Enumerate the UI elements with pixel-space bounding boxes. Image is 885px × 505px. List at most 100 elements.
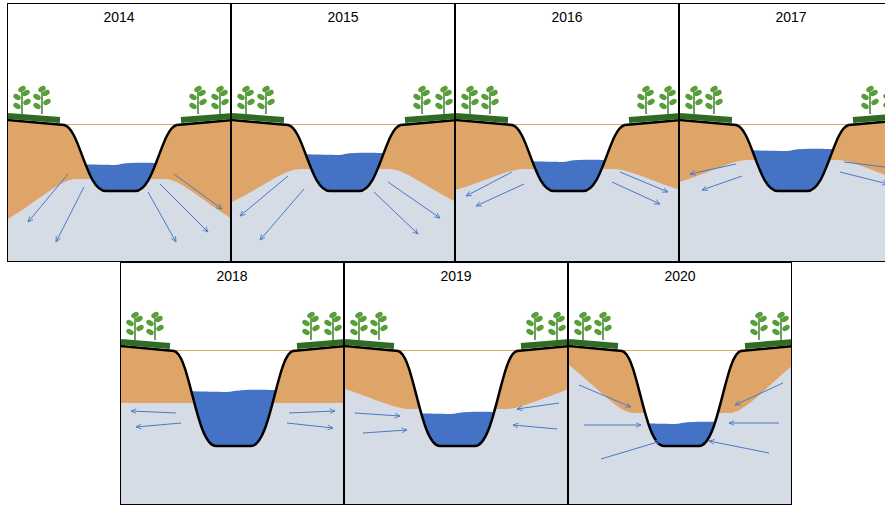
flow-arrow bbox=[702, 176, 742, 190]
year-panel: 2018 bbox=[120, 262, 344, 505]
plant bbox=[188, 85, 208, 114]
flow-arrow bbox=[735, 383, 783, 405]
flow-arrow bbox=[260, 189, 304, 240]
flow-arrow bbox=[388, 182, 440, 218]
stream-section-illustration bbox=[680, 4, 885, 262]
grass-strip bbox=[569, 342, 618, 346]
plant bbox=[412, 85, 432, 114]
unsaturated-soil bbox=[680, 120, 885, 262]
flow-arrow bbox=[240, 176, 288, 216]
plant bbox=[434, 85, 454, 114]
channel-outline bbox=[232, 120, 455, 191]
flow-arrow bbox=[160, 184, 208, 232]
plant bbox=[684, 85, 704, 114]
plant bbox=[771, 311, 791, 340]
unsaturated-soil bbox=[8, 120, 231, 262]
grass-strip bbox=[629, 116, 679, 120]
grass-strip bbox=[405, 116, 455, 120]
channel-outline bbox=[8, 120, 231, 191]
grass-strip bbox=[745, 342, 792, 346]
stream-section-illustration bbox=[232, 4, 455, 262]
grass-strip bbox=[521, 342, 568, 346]
plant bbox=[12, 85, 32, 114]
year-label: 2015 bbox=[232, 4, 454, 25]
year-label: 2019 bbox=[345, 263, 567, 284]
grass-strip bbox=[456, 116, 508, 120]
flow-arrow bbox=[289, 411, 335, 413]
flow-arrow bbox=[517, 403, 559, 409]
stream-water bbox=[232, 153, 455, 262]
unsaturated-soil bbox=[232, 120, 455, 262]
grass-strip bbox=[232, 116, 284, 120]
stream-water bbox=[569, 422, 792, 505]
plant bbox=[301, 311, 321, 340]
plant bbox=[369, 311, 389, 340]
unsaturated-soil bbox=[121, 346, 344, 505]
channel-outline bbox=[569, 346, 792, 446]
flow-arrow bbox=[729, 423, 779, 424]
flow-arrow bbox=[690, 164, 736, 174]
channel-outline bbox=[680, 120, 885, 191]
plant bbox=[460, 85, 480, 114]
year-label: 2014 bbox=[8, 4, 230, 25]
grass-strip bbox=[181, 116, 231, 120]
grass-strip bbox=[853, 116, 885, 120]
plant bbox=[480, 85, 500, 114]
stream-water bbox=[121, 390, 344, 505]
stream-water bbox=[456, 160, 679, 262]
flow-arrow bbox=[476, 184, 524, 206]
year-label: 2018 bbox=[121, 263, 343, 284]
flow-arrow bbox=[131, 411, 176, 413]
stream-section-illustration bbox=[121, 263, 344, 505]
plant bbox=[704, 85, 724, 114]
flow-arrow bbox=[136, 423, 181, 427]
flow-arrow bbox=[28, 174, 68, 222]
flow-arrow bbox=[579, 385, 631, 407]
plant bbox=[658, 85, 678, 114]
flow-arrow bbox=[840, 172, 885, 184]
plant bbox=[323, 311, 343, 340]
channel-outline bbox=[456, 120, 679, 191]
year-label: 2016 bbox=[456, 4, 678, 25]
flow-arrow bbox=[601, 441, 661, 459]
flow-arrow bbox=[148, 192, 176, 242]
flow-arrow bbox=[844, 162, 885, 168]
unsaturated-soil bbox=[345, 346, 568, 505]
year-label: 2017 bbox=[680, 4, 885, 25]
channel-outline bbox=[121, 346, 344, 446]
plant bbox=[525, 311, 545, 340]
year-panel: 2014 bbox=[7, 3, 231, 262]
stream-section-illustration bbox=[569, 263, 792, 505]
plant bbox=[860, 85, 880, 114]
grass-strip bbox=[121, 342, 170, 346]
plant bbox=[593, 311, 613, 340]
stream-section-illustration bbox=[456, 4, 679, 262]
flow-arrow bbox=[513, 425, 557, 429]
plant bbox=[125, 311, 145, 340]
plant bbox=[749, 311, 769, 340]
plant bbox=[547, 311, 567, 340]
plant bbox=[145, 311, 165, 340]
grass-strip bbox=[8, 116, 60, 120]
grass-strip bbox=[345, 342, 394, 346]
flow-arrow bbox=[709, 441, 769, 453]
year-panel: 2015 bbox=[231, 3, 455, 262]
year-panel: 2019 bbox=[344, 262, 568, 505]
plant bbox=[256, 85, 276, 114]
year-label: 2020 bbox=[569, 263, 791, 284]
flow-arrow bbox=[584, 425, 641, 426]
stream-water bbox=[8, 163, 231, 262]
unsaturated-soil bbox=[569, 346, 792, 505]
stream-section-illustration bbox=[345, 263, 568, 505]
unsaturated-soil bbox=[456, 120, 679, 262]
plant bbox=[882, 85, 885, 114]
plant bbox=[236, 85, 256, 114]
channel-outline bbox=[345, 346, 568, 446]
plant bbox=[573, 311, 593, 340]
plant bbox=[210, 85, 230, 114]
flow-arrow bbox=[363, 430, 407, 433]
plant bbox=[32, 85, 52, 114]
grass-strip bbox=[680, 116, 732, 120]
flow-arrow bbox=[355, 413, 400, 416]
grass-strip bbox=[297, 342, 344, 346]
